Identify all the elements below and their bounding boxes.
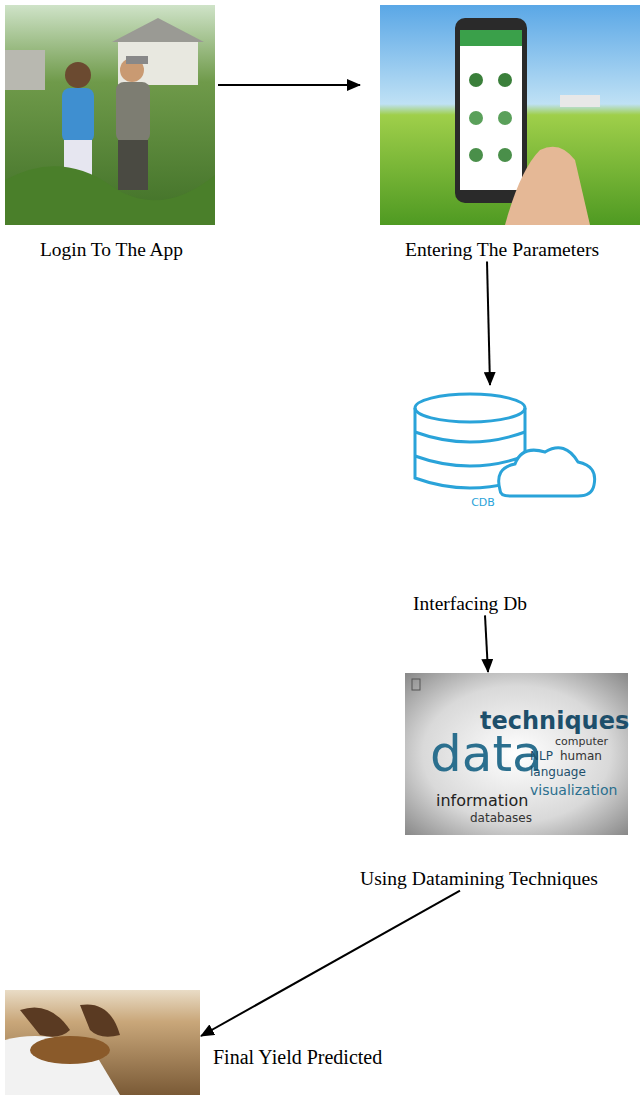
flow-arrow: [487, 262, 490, 386]
flow-arrow: [201, 891, 460, 1036]
word-cloud-word: NLP: [530, 750, 553, 764]
word-cloud-image: [405, 673, 628, 835]
step-caption: Entering The Parameters: [360, 239, 644, 262]
image-space: [360, 385, 580, 593]
step-caption: Login To The App: [5, 239, 218, 261]
word-cloud-word: data: [430, 726, 543, 784]
phone-photo: [380, 5, 640, 225]
word-cloud-word: databases: [470, 812, 532, 826]
flow-arrow: [485, 615, 488, 672]
word-cloud-word: visualization: [530, 782, 617, 798]
database-icon: [415, 394, 595, 496]
word-cloud-word: human: [560, 750, 602, 764]
image-step-node: Entering The Parameters: [360, 5, 644, 262]
word-cloud-word: language: [530, 766, 586, 780]
flow-arrow: [218, 84, 360, 86]
image-step-node: Interfacing Db: [360, 385, 580, 615]
farmers-photo: [5, 5, 215, 225]
icon-label: CDB: [463, 497, 503, 510]
word-cloud-word: information: [436, 792, 528, 810]
step-caption: Final Yield Predicted: [213, 1046, 382, 1069]
image-space: [360, 5, 644, 239]
step-caption: Using Datamining Techniques: [318, 868, 640, 891]
image-step-node: Final Yield Predicted: [5, 990, 201, 1095]
image-step-node: Login To The App: [5, 5, 218, 261]
step-caption: Interfacing Db: [360, 593, 580, 615]
word-cloud-word: computer: [555, 736, 608, 749]
image-space: [5, 5, 218, 239]
grain-photo: [5, 990, 200, 1095]
